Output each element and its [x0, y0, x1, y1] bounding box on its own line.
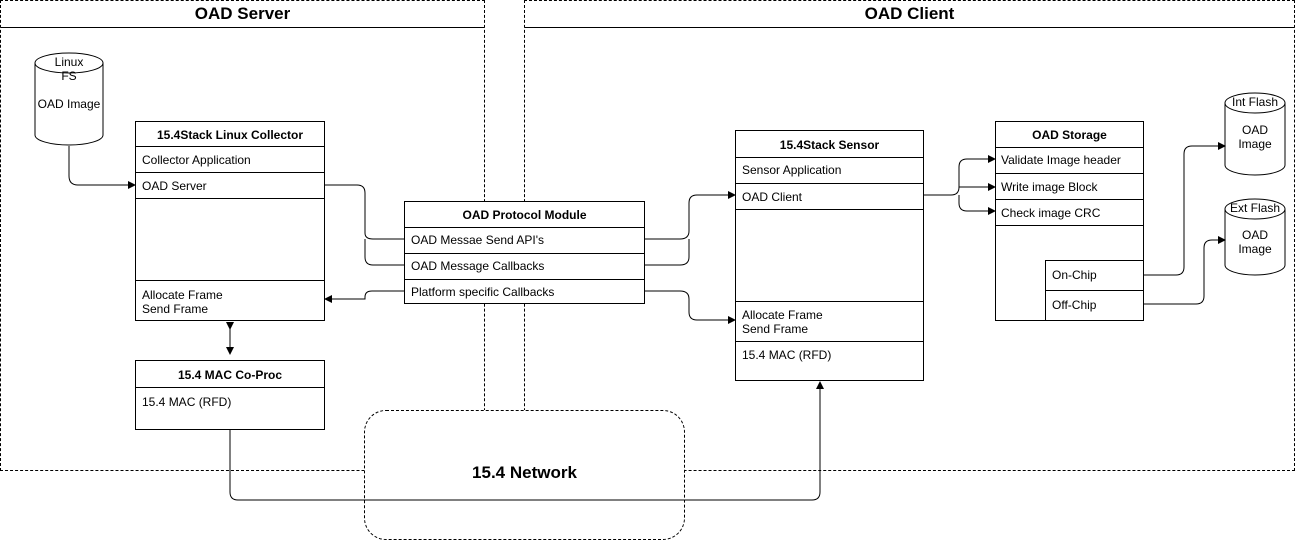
- ext-flash-line3: Image: [1238, 242, 1272, 256]
- stack-sensor-title: 15.4Stack Sensor: [779, 138, 880, 152]
- int-flash-line3: Image: [1238, 137, 1272, 151]
- linux-collector-title: 15.4Stack Linux Collector: [156, 128, 304, 142]
- collector-application: Collector Application: [142, 153, 251, 167]
- storage-on-chip: On-Chip: [1052, 268, 1097, 282]
- linux-fs-line3: OAD Image: [37, 97, 101, 111]
- ext-flash-cylinder: [1224, 198, 1286, 276]
- int-flash-line2: OAD: [1241, 123, 1268, 137]
- storage-validate-header: Validate Image header: [1001, 153, 1121, 167]
- linux-collector-box: 15.4Stack Linux Collector Collector Appl…: [135, 121, 325, 321]
- int-flash-line1: Int Flash: [1231, 95, 1279, 109]
- network-area: [364, 410, 685, 540]
- mac-coproc-box: 15.4 MAC Co-Proc 15.4 MAC (RFD): [135, 360, 325, 430]
- sensor-send-frame: Send Frame: [742, 322, 809, 336]
- sensor-mac-rfd: 15.4 MAC (RFD): [742, 348, 832, 362]
- mac-coproc-title: 15.4 MAC Co-Proc: [177, 368, 283, 382]
- linux-fs-line1: Linux: [54, 55, 84, 69]
- collector-send-frame: Send Frame: [142, 302, 209, 316]
- stack-sensor-box: 15.4Stack Sensor Sensor Application OAD …: [735, 130, 924, 381]
- storage-sub-panel: On-Chip Off-Chip: [1045, 260, 1144, 321]
- oad-storage-box: OAD Storage Validate Image header Write …: [995, 121, 1144, 321]
- protocol-send-api: OAD Messae Send API's: [411, 233, 545, 247]
- network-label: 15.4 Network: [472, 463, 577, 482]
- int-flash-cylinder: [1224, 92, 1286, 176]
- storage-check-crc: Check image CRC: [1001, 206, 1101, 220]
- oad-client: OAD Client: [742, 190, 803, 204]
- ext-flash-line1: Ext Flash: [1229, 201, 1280, 215]
- linux-fs-cylinder: [34, 52, 104, 146]
- protocol-message-callbacks: OAD Message Callbacks: [411, 259, 545, 273]
- linux-fs-line2: FS: [61, 69, 77, 83]
- oad-protocol-module-title: OAD Protocol Module: [462, 208, 587, 222]
- protocol-platform-callbacks: Platform specific Callbacks: [411, 285, 555, 299]
- coproc-mac-rfd: 15.4 MAC (RFD): [142, 395, 232, 409]
- storage-off-chip: Off-Chip: [1052, 298, 1097, 312]
- oad-client-title: OAD Client: [525, 1, 1294, 28]
- oad-storage-title: OAD Storage: [1032, 128, 1107, 142]
- oad-protocol-module-box: OAD Protocol Module OAD Messae Send API'…: [404, 201, 645, 304]
- ext-flash-line2: OAD: [1241, 228, 1268, 242]
- sensor-application: Sensor Application: [742, 163, 842, 177]
- storage-write-block: Write image Block: [1001, 180, 1098, 194]
- sensor-allocate-frame: Allocate Frame: [742, 308, 823, 322]
- oad-server-title: OAD Server: [1, 1, 484, 28]
- oad-server: OAD Server: [142, 179, 207, 193]
- collector-allocate-frame: Allocate Frame: [142, 288, 223, 302]
